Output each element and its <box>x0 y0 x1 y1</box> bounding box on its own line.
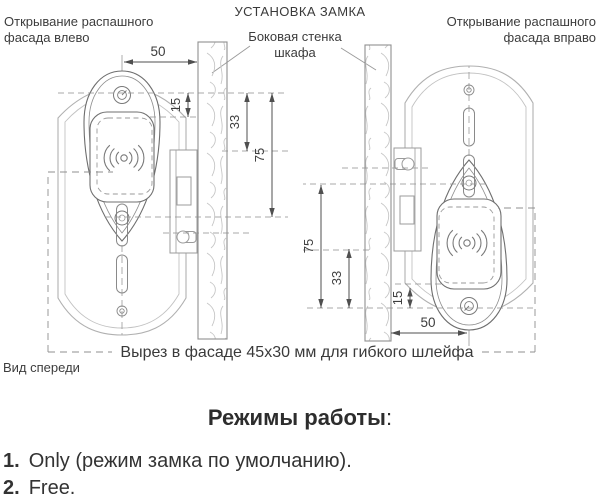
cutout-boundary-dashes <box>47 171 536 353</box>
side-wall-panel-right <box>364 44 392 342</box>
page-title: УСТАНОВКА ЗАМКА <box>234 4 365 19</box>
mode-item-2-number: 2. <box>3 477 20 496</box>
dim-value-15-left: 15 <box>168 98 183 112</box>
dim-value-15-right: 15 <box>390 291 405 305</box>
mode-item-1-number: 1. <box>3 450 20 472</box>
dimension-50-left: 50 <box>124 44 197 65</box>
modes-heading-text: Режимы работы <box>208 405 386 430</box>
dim-value-75-left: 75 <box>252 148 267 162</box>
lock-front-view-left <box>57 55 288 336</box>
caption-right-line1: Открывание распашного <box>447 14 596 29</box>
caption-left-line2: фасада влево <box>4 30 90 45</box>
dim-value-50-right: 50 <box>420 315 435 330</box>
dimension-15-left: 15 <box>168 93 191 117</box>
cutout-note: Вырез в фасаде 45х30 мм для гибкого шлей… <box>120 344 473 361</box>
dimension-15-right: 15 <box>390 288 413 308</box>
dimension-75-left: 75 <box>252 93 275 217</box>
lock-front-view-right <box>302 65 534 347</box>
caption-right-line2: фасада вправо <box>504 30 596 45</box>
dimension-50-right: 50 <box>391 315 467 336</box>
mode-item-2-text: Free. <box>29 477 76 496</box>
modes-heading-colon: : <box>386 405 392 430</box>
mode-item-1: 1. Only (режим замка по умолчанию). <box>3 450 352 472</box>
dimension-75-right: 75 <box>301 185 324 308</box>
dimension-33-right: 33 <box>329 249 352 308</box>
dim-value-50-left: 50 <box>150 44 165 59</box>
fixing-screw-icon <box>116 305 128 317</box>
reference-dash-lines <box>58 92 288 234</box>
knob-screw-icon <box>113 86 131 104</box>
side-wall-label-line2: шкафа <box>274 45 316 60</box>
rfid-reader-pad <box>89 111 155 203</box>
mount-slot-upper <box>114 203 130 247</box>
side-wall-label-line1: Боковая стенка <box>248 29 342 44</box>
cutout-dashed-outline <box>96 117 153 195</box>
front-view-label: Вид спереди <box>3 360 80 375</box>
caption-left-line1: Открывание распашного <box>4 14 153 29</box>
mode-item-1-text: Only (режим замка по умолчанию). <box>29 450 352 472</box>
mount-slot-lower <box>116 254 128 294</box>
modes-heading: Режимы работы: <box>208 405 392 430</box>
side-wall-panel-left <box>197 41 228 340</box>
dim-value-33-left: 33 <box>227 115 242 129</box>
nfc-waves-icon <box>103 144 145 172</box>
dim-value-75-right: 75 <box>301 239 316 253</box>
latch-unit <box>169 149 198 254</box>
dim-value-33-right: 33 <box>329 271 344 285</box>
dimension-33-left: 33 <box>227 93 250 151</box>
mode-item-2: 2. Free. <box>3 477 75 496</box>
